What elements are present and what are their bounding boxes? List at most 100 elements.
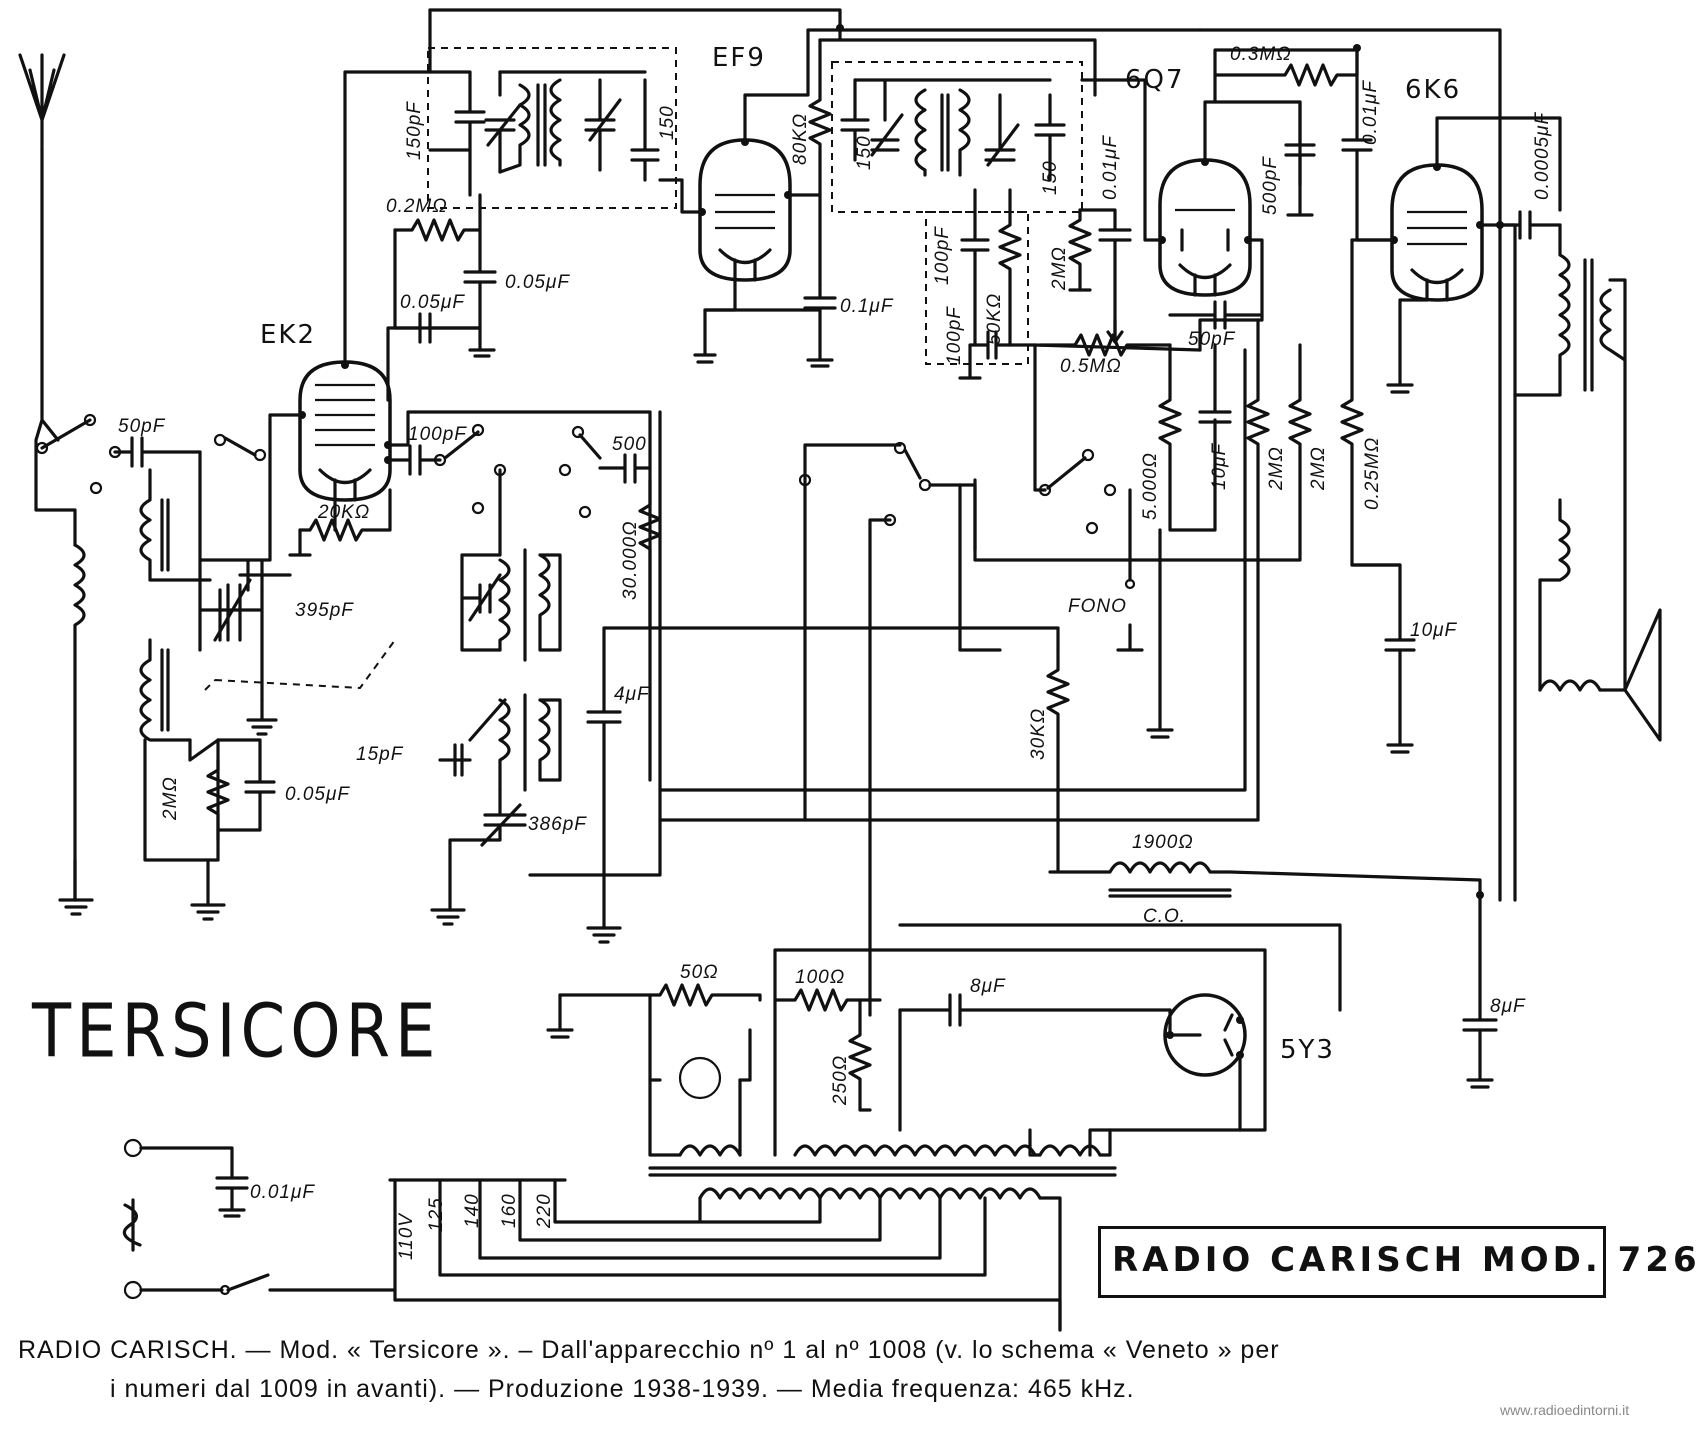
- label-025m: 0.25MΩ: [1362, 437, 1383, 510]
- capacitor-100pf-det: [960, 188, 990, 347]
- label-fono: FONO: [1068, 596, 1127, 617]
- label-150pf-if1: 150pF: [404, 101, 425, 160]
- label-01uf: 0.1μF: [840, 296, 894, 317]
- band-switch-antenna[interactable]: [35, 413, 122, 495]
- tube-label-5y3: 5Y3: [1280, 1035, 1335, 1065]
- label-tap-125: 125: [426, 1197, 447, 1232]
- label-100pf-det2: 100pF: [944, 306, 965, 365]
- label-50pf-det: 50pF: [1188, 329, 1236, 350]
- label-tap-140: 140: [462, 1193, 483, 1228]
- label-tap-110: 110V: [396, 1212, 417, 1260]
- loudspeaker-symbol: [1623, 608, 1662, 742]
- tone-switch[interactable]: [798, 441, 1002, 1017]
- resistor-2m-b: [973, 343, 1312, 562]
- label-005uf-c: 0.05μF: [285, 784, 350, 805]
- label-500pf: 500pF: [1260, 156, 1281, 215]
- label-500: 500: [612, 434, 647, 455]
- resistor-2m-grid: [1068, 208, 1092, 292]
- resistor-20k: [288, 488, 392, 557]
- power-transformer: [648, 1078, 1117, 1332]
- label-100pf-osc: 100pF: [408, 424, 467, 445]
- label-30000: 30.000Ω: [620, 520, 641, 600]
- label-001uf-grid: 0.01μF: [1100, 135, 1121, 200]
- ground-symbol: [58, 898, 622, 944]
- resistor-2m-left: [143, 738, 230, 862]
- tube-ef9: [698, 138, 792, 282]
- label-2m-a: 2MΩ: [1266, 446, 1287, 491]
- oscillator-coils: [438, 468, 562, 792]
- caption-line-1: RADIO CARISCH. — Mod. « Tersicore ». – D…: [18, 1336, 1280, 1364]
- capacitor-001uf-cpl: [1341, 46, 1394, 242]
- resistor-5000: [1158, 343, 1217, 532]
- label-8uf-a: 8μF: [970, 976, 1006, 997]
- tube-label-ef9: EF9: [712, 43, 766, 73]
- tube-6k6: [1390, 163, 1484, 302]
- capacitor-005uf-c: [216, 738, 276, 832]
- diagram-title: TERSICORE: [32, 990, 441, 1076]
- label-00005uf: 0.0005μF: [1532, 111, 1553, 200]
- power-switch[interactable]: [139, 1273, 397, 1296]
- voltage-tap-wiring: [388, 1178, 1062, 1332]
- resistor-30k: [1046, 648, 1070, 872]
- tube-label-6k6: 6K6: [1405, 75, 1461, 105]
- capacitor-01uf: [803, 283, 837, 368]
- tube-5y3: [1163, 993, 1247, 1077]
- capacitor-50pf-det: [1168, 300, 1262, 330]
- capacitor-500pf: [1284, 100, 1316, 217]
- resistor-100: [773, 988, 882, 1012]
- volume-pot-05m[interactable]: [1038, 318, 1172, 357]
- brand-box: [1098, 1226, 1606, 1298]
- label-150-if2b: 150: [1040, 160, 1061, 195]
- label-2m-b: 2MΩ: [1308, 446, 1329, 491]
- label-395pf: 395pF: [295, 600, 354, 621]
- gang-dashed-link: [204, 639, 396, 691]
- speaker-field-coil: [1538, 498, 1602, 692]
- tube-label-6q7: 6Q7: [1125, 65, 1185, 95]
- label-1900: 1900Ω: [1132, 832, 1194, 853]
- output-transformer: [1513, 223, 1627, 692]
- variable-capacitor-395pf: [198, 450, 292, 702]
- capacitor-4uf: [586, 626, 652, 930]
- label-100: 100Ω: [795, 967, 845, 988]
- choke-1900: [1048, 861, 1482, 902]
- resistor-2m-a: [658, 318, 1270, 822]
- label-tap-160: 160: [499, 1193, 520, 1228]
- label-386pf: 386pF: [528, 814, 587, 835]
- label-10uf-b: 10μF: [1410, 620, 1458, 641]
- rf-coil-antenna: [139, 468, 212, 742]
- tube-6q7: [1158, 158, 1252, 297]
- label-03m: 0.3MΩ: [1230, 44, 1292, 65]
- label-2m-grid: 2MΩ: [1049, 246, 1070, 291]
- label-4uf: 4μF: [614, 684, 650, 705]
- label-005uf-a: 0.05μF: [505, 272, 570, 293]
- capacitor-8uf-a: [898, 993, 1172, 1132]
- antenna-coil: [73, 543, 86, 902]
- label-80k: 80KΩ: [790, 113, 811, 165]
- label-15pf: 15pF: [356, 744, 404, 765]
- capacitor-001uf-grid: [1078, 208, 1132, 342]
- label-5000: 5.000Ω: [1140, 452, 1161, 520]
- band-switch-osc[interactable]: [213, 425, 602, 519]
- label-10uf-a: 10μF: [1209, 442, 1230, 490]
- watermark: www.radioedintorni.it: [1500, 1402, 1630, 1418]
- mains-input: [122, 1138, 249, 1300]
- capacitor-50pf-antenna: [113, 436, 202, 468]
- label-02m: 0.2MΩ: [386, 196, 448, 217]
- pilot-lamp: [648, 993, 752, 1100]
- resistor-250: [848, 998, 872, 1112]
- phono-switch[interactable]: [1033, 343, 1144, 652]
- capacitor-500: [598, 453, 652, 484]
- tube-label-ek2: EK2: [260, 320, 316, 350]
- capacitor-10uf-a: [1198, 343, 1232, 424]
- resistor-50: [546, 983, 762, 1039]
- resistor-025m: [1340, 238, 1402, 567]
- label-150-if2a: 150: [854, 135, 875, 170]
- b-plus-bus: [648, 626, 1060, 652]
- label-150-if1b: 150: [657, 105, 678, 140]
- label-001uf-mains: 0.01μF: [250, 1182, 315, 1203]
- capacitor-005uf-b: [393, 312, 496, 358]
- label-250: 250Ω: [830, 1055, 851, 1106]
- label-20k: 20KΩ: [317, 502, 370, 523]
- resistor-80k: [808, 38, 832, 287]
